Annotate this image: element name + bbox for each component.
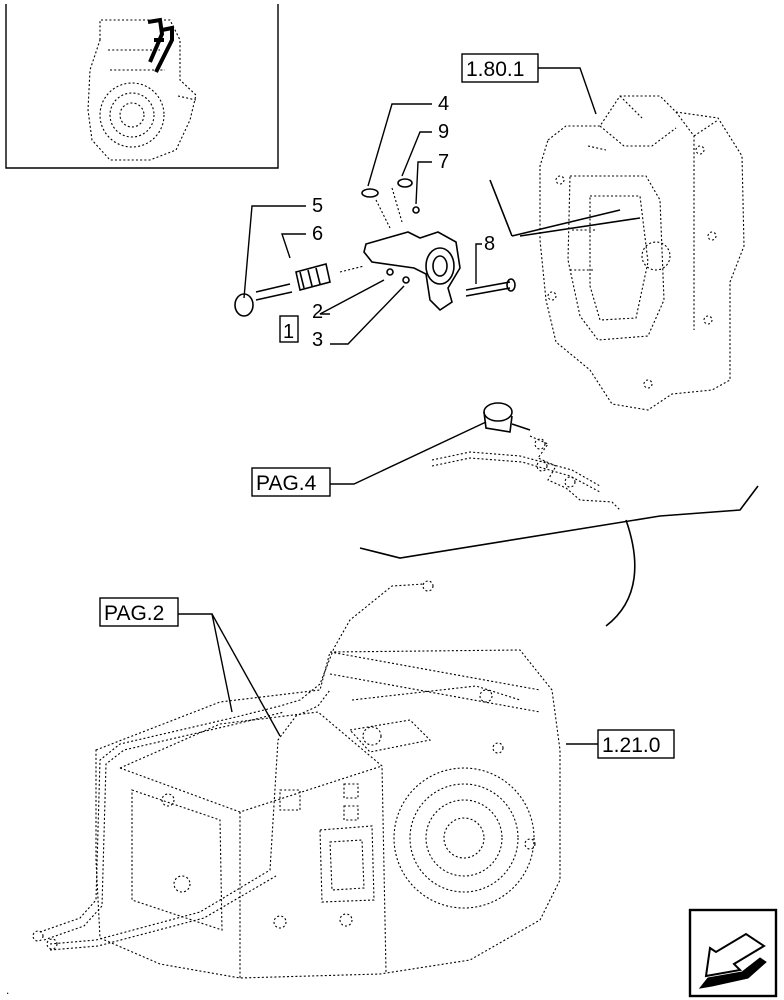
callout-3: 3 xyxy=(312,329,323,351)
plug-assembly xyxy=(431,402,621,511)
page-dot: . xyxy=(6,983,9,997)
ref-box-1-80-1 xyxy=(461,53,539,83)
ref-pag-2: PAG.2 xyxy=(104,602,164,625)
ref-pag-4: PAG.4 xyxy=(256,472,317,495)
spool-valve-assembly xyxy=(234,178,516,317)
callout-1-box xyxy=(279,315,299,343)
ref-box-pag-2 xyxy=(99,597,179,627)
callout-9: 9 xyxy=(438,121,449,143)
callout-4: 4 xyxy=(438,93,449,115)
housing-1-80-1 xyxy=(489,95,745,411)
overview-thumbnail xyxy=(5,4,279,169)
callout-5: 5 xyxy=(312,195,323,217)
callout-1: 1 xyxy=(283,321,294,343)
section-break-lines xyxy=(359,485,759,627)
leader-lines xyxy=(178,67,598,745)
transmission-casing-1-21-0 xyxy=(32,580,561,979)
ref-1-80-1: 1.80.1 xyxy=(466,58,524,81)
ref-1-21-0: 1.21.0 xyxy=(602,734,660,757)
callout-6: 6 xyxy=(312,223,323,245)
ref-box-pag-4 xyxy=(251,467,331,497)
callout-7: 7 xyxy=(438,151,449,173)
next-page-arrow-icon[interactable] xyxy=(688,908,778,998)
callout-8: 8 xyxy=(484,233,495,255)
callout-2: 2 xyxy=(312,301,323,323)
ref-box-1-21-0 xyxy=(597,729,675,759)
